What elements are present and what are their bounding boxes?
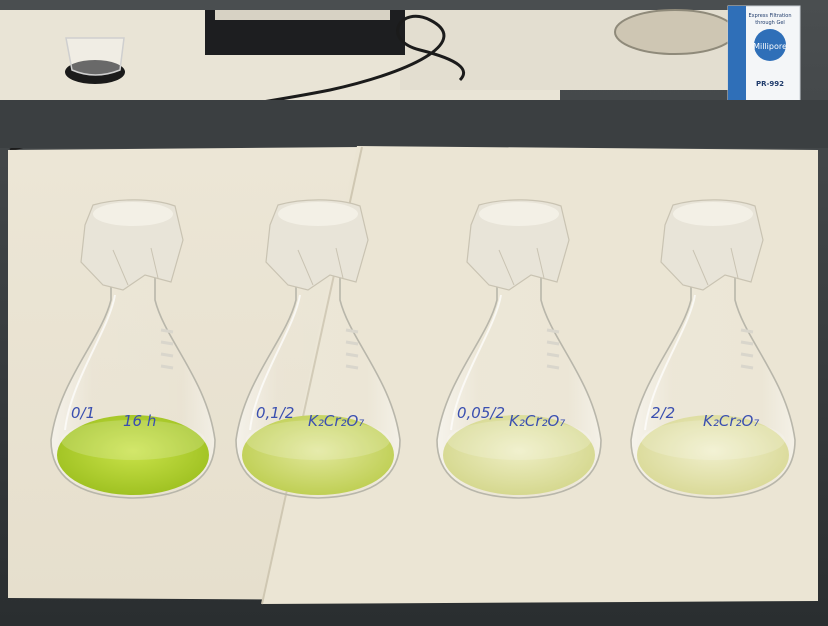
graduation-mark bbox=[345, 364, 359, 370]
graduation-mark bbox=[160, 328, 174, 334]
flask-2: 0,1/2 K₂Cr₂O₇ bbox=[235, 199, 401, 499]
glass-highlight bbox=[450, 294, 502, 431]
liquid-surface bbox=[61, 420, 205, 460]
millipore-logo-badge bbox=[754, 29, 786, 61]
graduation-mark bbox=[740, 328, 754, 334]
paper-cap-top bbox=[278, 202, 358, 226]
flask-liquid bbox=[242, 415, 394, 495]
flask-1: 0/1 16 h bbox=[50, 199, 216, 499]
paper-fold bbox=[297, 247, 344, 286]
graduation-mark bbox=[345, 328, 359, 334]
flask-label-2: 16 h bbox=[123, 412, 156, 430]
glass-highlight bbox=[64, 294, 116, 431]
graduation-mark bbox=[546, 352, 560, 358]
counter-edge bbox=[0, 100, 828, 148]
dish-glass bbox=[65, 37, 125, 76]
glass-bowl bbox=[614, 9, 736, 55]
graduation-mark bbox=[345, 352, 359, 358]
dish bbox=[65, 60, 125, 84]
liquid-surface bbox=[641, 420, 785, 460]
graduation-mark bbox=[160, 340, 174, 346]
graduation-mark bbox=[546, 340, 560, 346]
liquid-surface bbox=[447, 420, 591, 460]
paper-fold bbox=[692, 247, 739, 286]
flask-label: 0/1 bbox=[71, 404, 95, 422]
flask-label: 0,05/2 bbox=[457, 404, 505, 422]
flask-liquid bbox=[57, 415, 209, 495]
graduation-mark bbox=[546, 364, 560, 370]
paper-fold bbox=[112, 247, 159, 286]
flask-liquid bbox=[637, 415, 789, 495]
flask-label-2: K₂Cr₂O₇ bbox=[308, 412, 364, 430]
device-top bbox=[215, 10, 390, 20]
paper-cap-top bbox=[93, 202, 173, 226]
graduation-mark bbox=[160, 364, 174, 370]
glass-highlight bbox=[249, 294, 301, 431]
flask-label-2: K₂Cr₂O₇ bbox=[509, 412, 565, 430]
graduation-mark bbox=[740, 364, 754, 370]
flask-label: 2/2 bbox=[651, 404, 675, 422]
flask-4: 2/2 K₂Cr₂O₇ bbox=[630, 199, 796, 499]
paper-cap-top bbox=[673, 202, 753, 226]
graduation-mark bbox=[546, 328, 560, 334]
flask-label-2: K₂Cr₂O₇ bbox=[703, 412, 759, 430]
paper-fold bbox=[498, 247, 545, 286]
flask-label: 0,1/2 bbox=[256, 404, 294, 422]
graduation-mark bbox=[160, 352, 174, 358]
glass-highlight bbox=[644, 294, 696, 431]
graduation-mark bbox=[345, 340, 359, 346]
box-code: PR-992 bbox=[756, 80, 784, 88]
paper-cap-top bbox=[479, 202, 559, 226]
flask-liquid bbox=[443, 415, 595, 495]
millipore-logo: Millipore bbox=[753, 42, 787, 51]
box-line1: Express Filtration bbox=[748, 13, 791, 19]
box-line2: through Gel bbox=[755, 20, 785, 26]
graduation-mark bbox=[740, 352, 754, 358]
liquid-surface bbox=[246, 420, 390, 460]
graduation-mark bbox=[740, 340, 754, 346]
